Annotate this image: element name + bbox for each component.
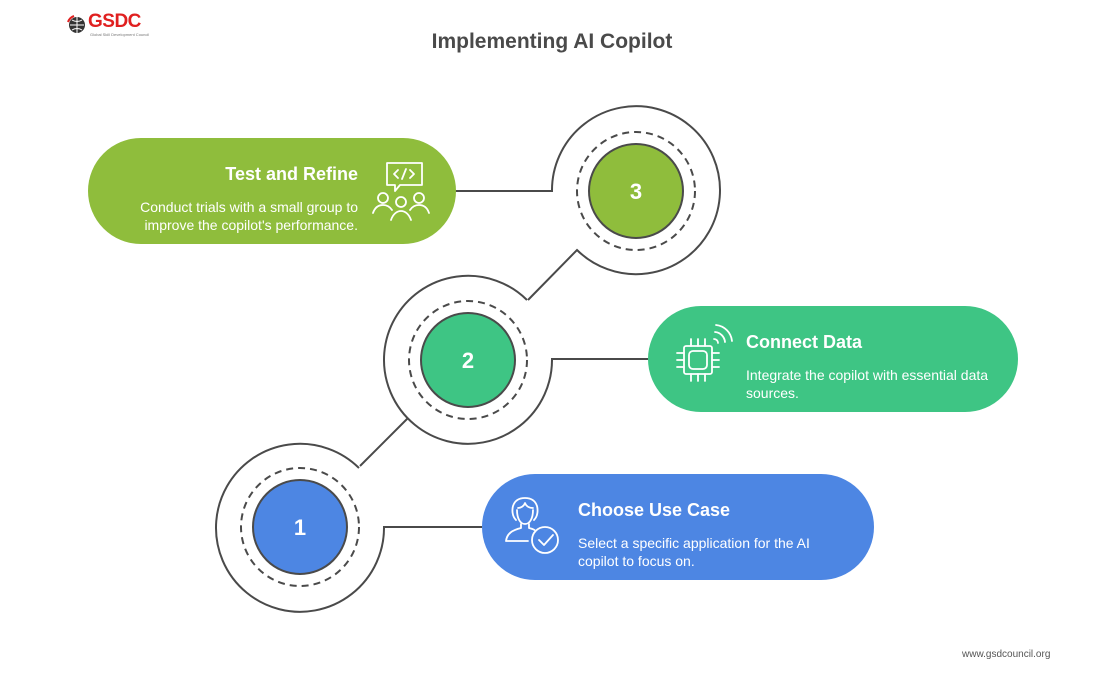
step-2-circle bbox=[420, 312, 516, 408]
step-3-circle bbox=[588, 143, 684, 239]
gsdc-logo: GSDC Global Skill Development Council bbox=[66, 11, 150, 38]
globe-icon bbox=[67, 15, 85, 33]
step-3-card: Test and Refine Conduct trials with a sm… bbox=[88, 138, 456, 244]
step-3-title: Test and Refine bbox=[225, 164, 358, 184]
step-2-card: Connect Data Integrate the copilot with … bbox=[648, 306, 1018, 412]
logo-text: GSDC bbox=[88, 11, 141, 32]
step-3-outer-ring bbox=[455, 105, 721, 301]
step-1-description: Select a specific application for the AI… bbox=[578, 535, 810, 569]
step-1-outer-ring bbox=[215, 442, 482, 613]
footer-website[interactable]: www.gsdcouncil.org bbox=[962, 649, 1051, 660]
step-2-title: Connect Data bbox=[746, 332, 863, 352]
step-2-dashed-ring bbox=[408, 300, 528, 420]
step-3-dashed-ring bbox=[576, 131, 696, 251]
step-1-circle bbox=[252, 479, 348, 575]
team-code-icon bbox=[372, 162, 430, 221]
step-3-number: 3 bbox=[629, 179, 643, 204]
logo-tagline: Global Skill Development Council bbox=[90, 32, 150, 37]
user-check-icon bbox=[505, 497, 559, 554]
step-1-dashed-ring bbox=[240, 467, 360, 587]
step-1-card: Choose Use Case Select a specific applic… bbox=[482, 474, 874, 580]
page-title: Implementing AI Copilot bbox=[431, 30, 673, 53]
step-2-outer-ring bbox=[359, 274, 648, 467]
step-1-title: Choose Use Case bbox=[578, 500, 731, 520]
chip-signal-icon bbox=[676, 324, 733, 382]
step-3-description: Conduct trials with a small group to imp… bbox=[140, 199, 358, 233]
step-2-description: Integrate the copilot with essential dat… bbox=[746, 367, 989, 401]
step-2-number: 2 bbox=[461, 348, 475, 373]
step-1-number: 1 bbox=[293, 515, 307, 540]
